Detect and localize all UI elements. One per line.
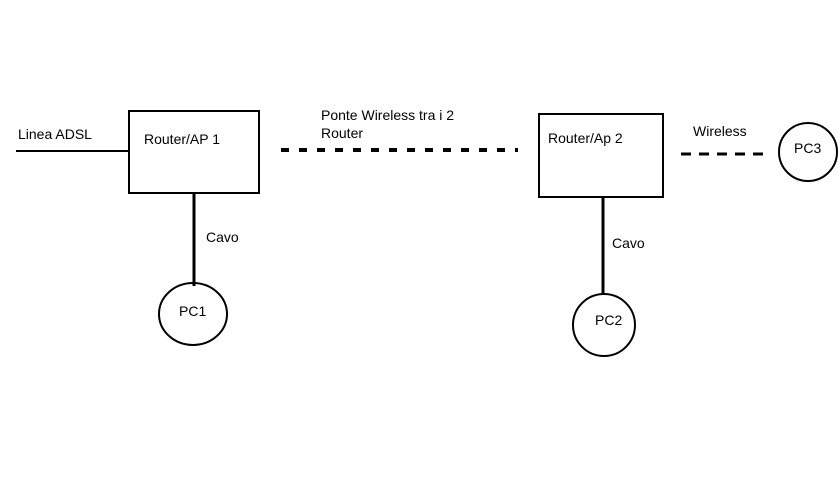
pc3-label: PC3 — [794, 140, 822, 156]
pc1-node — [158, 282, 228, 346]
bridge-label-line2: Router — [321, 125, 364, 141]
bridge-label-line1: Ponte Wireless tra i 2 — [321, 107, 455, 123]
pc3-node — [778, 122, 838, 182]
pc1-label: PC1 — [179, 303, 207, 319]
pc2-label: PC2 — [595, 312, 623, 328]
router2-box — [538, 113, 664, 198]
adsl-line-label: Linea ADSL — [18, 126, 92, 142]
router2-label: Router/Ap 2 — [548, 130, 623, 146]
cable1-label: Cavo — [206, 229, 239, 245]
wireless-label: Wireless — [693, 123, 747, 139]
router1-label: Router/AP 1 — [144, 131, 221, 147]
cable2-label: Cavo — [612, 235, 645, 251]
pc2-node — [572, 293, 636, 357]
router1-box — [128, 110, 260, 194]
